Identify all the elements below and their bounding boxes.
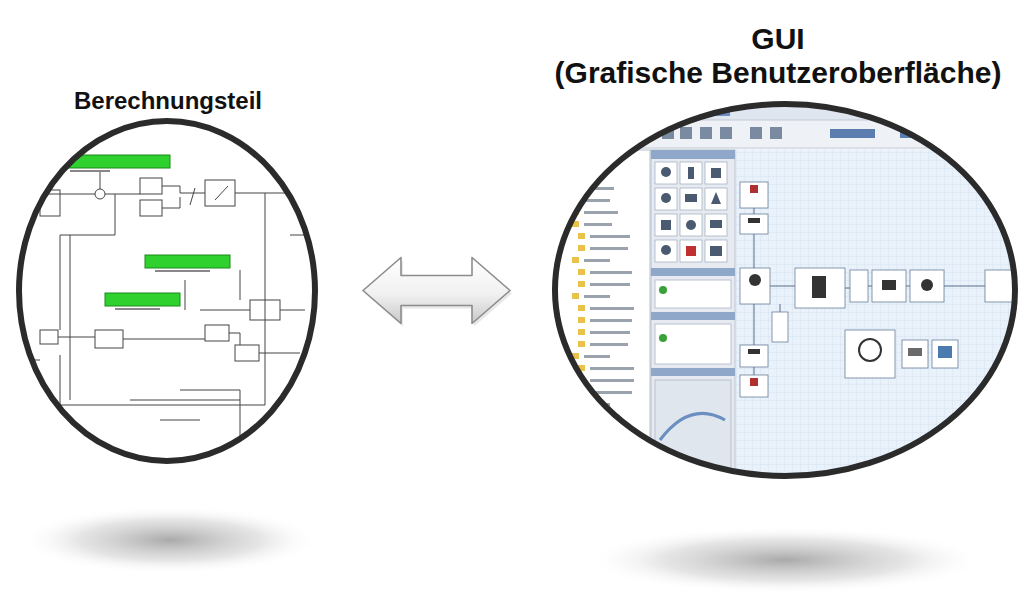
gui-screenshot bbox=[550, 100, 1019, 485]
circle-heading: (Grafische Benutzeroberfläche) bbox=[540, 56, 1016, 90]
circle-heading: Berechnungsteil bbox=[18, 84, 318, 118]
drop-shadow bbox=[20, 506, 320, 574]
illustrated-circle: Berechnungsteil bbox=[18, 78, 318, 464]
circle-heading: GUI bbox=[540, 22, 1016, 56]
circle-outline bbox=[19, 121, 315, 461]
double-arrow bbox=[363, 258, 512, 327]
drop-shadow bbox=[585, 526, 985, 594]
block-diagram-screenshot bbox=[15, 115, 325, 465]
circle-outline bbox=[555, 104, 1015, 476]
illustrated-circle: GUI(Grafische Benutzeroberfläche) bbox=[540, 20, 1016, 480]
